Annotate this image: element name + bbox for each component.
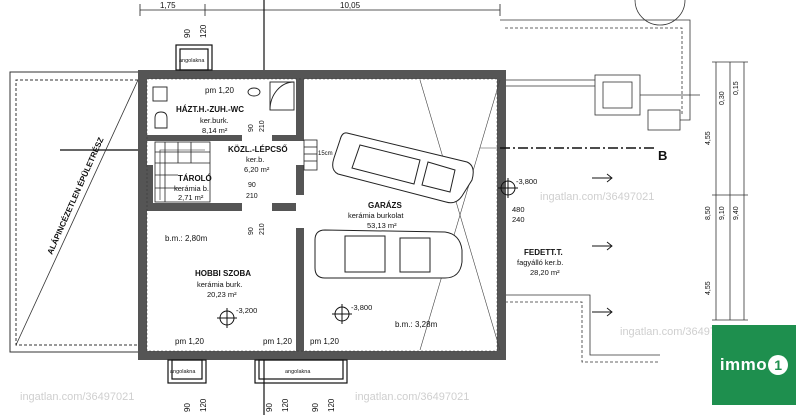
room-name-bath: HÁZT.H.-ZUH.-WC [176,105,244,114]
car-bottom [314,229,463,279]
watermark: ingatlan.com/36497021 [620,326,734,338]
room-area-bath: 8,14 m² [202,126,228,135]
car-top [332,132,474,204]
room-name-garage: GARÁZS [368,201,402,210]
room-finish-bath: ker.burk. [200,116,229,125]
level-marker [217,308,237,328]
window-sill: pm 1,20 [175,337,204,346]
door-dim: 480 [512,205,525,214]
dim-bottom: 90 [311,403,320,412]
dim-top-wall: 120 [199,24,208,38]
door-dim: 90 [248,124,255,132]
room-area-hobby: 20,23 m² [207,290,237,299]
staircase [154,139,318,203]
room-name-stair: KÖZL.-LÉPCSŐ [228,145,288,154]
light-well-bottom [167,359,348,384]
door-dim: 210 [259,223,266,235]
direction-arrows [592,173,613,317]
level-garage-top: -3,800 [516,177,537,186]
terrace-structures [500,0,700,131]
level-hobby: -3,200 [236,306,257,315]
dim-top-left: 1,75 [160,1,176,10]
building-walls [138,70,506,360]
wall-hatch [146,78,498,352]
window-sill: pm 1,20 [310,337,339,346]
window-sill: pm 1,20 [263,337,292,346]
room-finish-stair: ker.b. [246,155,264,164]
room-name-covered: FEDETT.T. [524,248,563,257]
dim-right: 8,50 [705,206,712,220]
room-area-storage: 2,71 m² [178,193,204,202]
level-marker [332,178,518,324]
dim-right: 0,15 [733,81,740,95]
right-dimensions [712,61,748,321]
outline-label: ALÁPINCÉZETLEN ÉPÜLETRÉSZ [46,136,106,256]
dim-right: 4,55 [705,281,712,295]
garage-diagonals [419,79,501,351]
door-dim: 240 [512,215,525,224]
light-well-label: angolakna [285,369,311,375]
dim-bottom: 120 [327,398,336,412]
dim-right: 4,55 [705,131,712,145]
room-finish-covered: fagyálló ker.b. [517,258,563,267]
logo-text: immo [719,355,768,374]
room-height-garage: b.m.: 3,28m [395,320,438,329]
door-dim: 90 [248,227,255,235]
dim-top-main: 10,05 [340,1,361,10]
dim-bottom: 120 [199,398,208,412]
light-well-label: angolakna [179,58,205,64]
wall-dim: 15cm [318,151,333,157]
dim-top-wall: 90 [183,29,192,38]
watermark: ingatlan.com/36497021 [540,191,654,203]
dim-right: 9,40 [733,206,740,220]
dim-bottom: 120 [281,398,290,412]
light-well-top [175,44,213,71]
dim-bottom: 90 [183,403,192,412]
room-name-storage: TÁROLÓ [178,174,212,183]
watermark: ingatlan.com/36497021 [355,391,469,403]
door-dim: 210 [259,120,266,132]
logo-mark: 1 [768,355,789,375]
level-garage-bottom: -3,800 [351,303,372,312]
door-dim: 90 [248,182,256,189]
watermark: ingatlan.com/36497021 [20,391,134,403]
room-area-stair: 6,20 m² [244,165,270,174]
door-dim: 210 [246,193,258,200]
room-finish-garage: kerámia burkolat [348,211,404,220]
top-dimension [139,4,501,16]
room-finish-storage: kerámia b. [174,184,209,193]
terrace-bottom [500,294,660,363]
room-area-garage: 53,13 m² [367,221,397,230]
unexcavated-outline [9,71,139,353]
dim-bottom: 90 [265,403,274,412]
room-finish-hobby: kerámia burk. [197,280,242,289]
dim-right: 0,30 [719,91,726,105]
interior-walls [147,79,304,351]
section-marker: B [658,148,667,163]
dim-right: 9,10 [719,206,726,220]
light-well-label: angolakna [170,369,196,375]
bathroom-fixtures [152,81,295,129]
brand-logo: immo 1 [712,325,796,405]
room-area-covered: 28,20 m² [530,268,560,277]
room-height-hobby: b.m.: 2,80m [165,234,208,243]
window-sill: pm 1,20 [205,86,234,95]
room-name-hobby: HOBBI SZOBA [195,269,251,278]
